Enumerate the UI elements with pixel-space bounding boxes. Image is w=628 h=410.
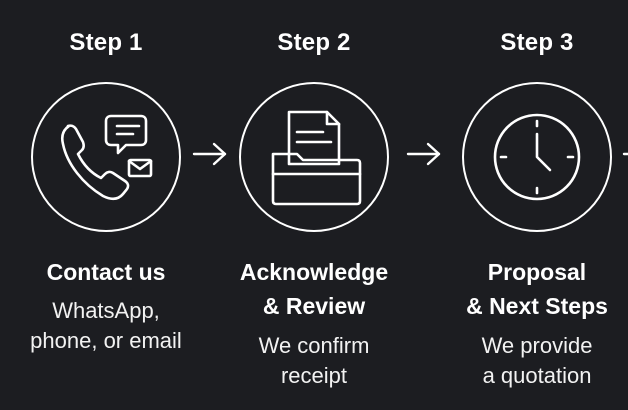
phone-chat-icon <box>60 114 153 201</box>
step-3-title: Proposal & Next Steps <box>432 255 628 323</box>
step-2-title-line: & Review <box>262 293 366 319</box>
step-3-circle <box>462 82 612 232</box>
step-3-desc-line: a quotation <box>482 363 592 388</box>
step-1-desc-line: WhatsApp, <box>52 298 160 323</box>
step-2-title: Acknowledge & Review <box>209 255 419 323</box>
clock-icon <box>493 113 581 201</box>
step-1-description: WhatsApp, phone, or email <box>1 296 211 356</box>
step-1-label: Step 1 <box>69 29 143 56</box>
step-2-desc-line: We confirm <box>258 333 370 358</box>
step-3-desc-line: We provide <box>481 333 593 358</box>
arrow-right-icon <box>192 140 228 168</box>
step-1-circle <box>31 82 181 232</box>
step-2-title-line: Acknowledge <box>239 259 389 285</box>
step-3-title-line: & Next Steps <box>466 293 608 319</box>
step-2: Step 2 Acknowledge & Review We confirm r… <box>219 0 409 410</box>
folder-document-icon <box>271 110 362 206</box>
step-3-label: Step 3 <box>500 29 574 56</box>
step-1-desc-line: phone, or email <box>30 328 182 353</box>
arrow-right-icon <box>622 140 628 168</box>
step-2-desc-line: receipt <box>280 363 348 388</box>
arrow-right-icon <box>406 140 442 168</box>
step-1: Step 1 Contact us WhatsApp, phone, or em… <box>11 0 201 410</box>
step-3-title-line: Proposal <box>487 259 587 285</box>
step-3: Step 3 Proposal & Next Steps We provide … <box>442 0 628 410</box>
step-2-description: We confirm receipt <box>209 331 419 391</box>
step-1-title: Contact us <box>1 255 211 289</box>
step-2-circle <box>239 82 389 232</box>
step-1-title-line: Contact us <box>46 259 166 285</box>
step-2-label: Step 2 <box>277 29 351 56</box>
step-3-description: We provide a quotation <box>432 331 628 391</box>
